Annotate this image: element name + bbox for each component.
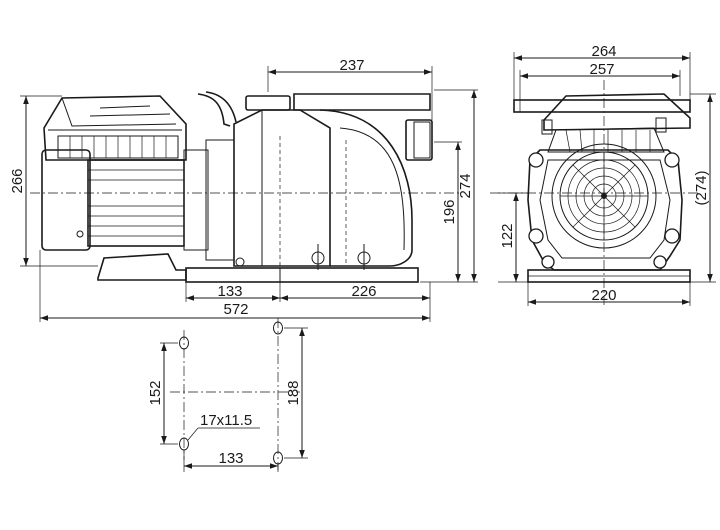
dim-front-height-ref: (274) [693,170,710,205]
footprint-view: 152 188 133 17x11.5 [147,318,308,472]
dim-hole-spacing-left: 152 [147,380,164,405]
dim-front-base-width: 220 [591,287,616,304]
base [97,253,419,283]
slot-size-label: 17x11.5 [200,412,252,429]
dim-front-top-width: 257 [589,61,614,78]
dim-front-axis-height: 122 [499,223,516,248]
motor-body [41,139,235,261]
controller-box [43,95,187,161]
dim-top-width: 237 [339,57,364,74]
front-view: 264 257 (274) 122 220 [490,43,716,306]
dim-hole-spacing-right: 188 [285,380,302,405]
dim-base-right: 226 [351,283,376,300]
fan-grille-icon [551,143,657,249]
dim-base-left: 133 [217,283,242,300]
dim-overall-length: 572 [223,301,248,318]
dim-hole-spacing-x: 133 [218,450,243,467]
dim-pump-height: 274 [457,173,474,198]
dim-overall-height: 266 [9,168,26,193]
pump-housing [197,91,433,270]
side-view: 266 237 274 196 133 226 572 [9,57,478,322]
dim-front-overall-width: 264 [591,43,616,60]
dim-axis-height: 196 [441,199,458,224]
